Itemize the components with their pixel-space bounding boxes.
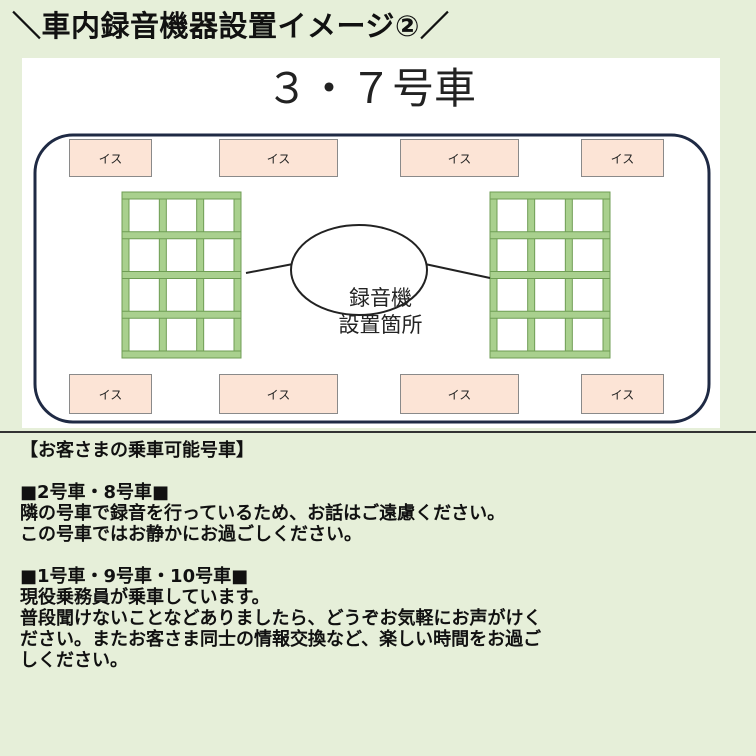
section2-title: ■1号車・9号車・10号車■ — [20, 566, 249, 587]
section2-line-2: 普段聞けないことなどありましたら、どうぞお気軽にお声がけく — [20, 608, 542, 629]
car-layout-diagram: ３・７号車 イス イス イス イス イス イス イス イス 録音機 設置箇所 — [22, 58, 720, 428]
equipment-rack-left — [121, 191, 242, 359]
car-number-title: ３・７号車 — [265, 64, 476, 113]
seat-bottom-2: イス — [219, 374, 338, 414]
section-divider — [0, 431, 756, 433]
seat-top-4: イス — [581, 139, 664, 177]
rack-shelf — [489, 191, 611, 200]
callout-line-2: 設置箇所 — [338, 313, 423, 337]
rack-shelf — [121, 310, 242, 319]
notice-text: 【お客さまの乗車可能号車】 ■2号車・8号車■ 隣の号車で録音を行っているため、… — [20, 440, 745, 671]
rack-shelf — [121, 271, 242, 279]
section1-line-2: この号車ではお静かにお過ごしください。 — [20, 524, 362, 545]
rack-shelf — [121, 231, 242, 240]
callout-ellipse — [290, 224, 428, 316]
section2-line-4: しください。 — [20, 650, 128, 671]
leader-line-right — [424, 263, 491, 279]
seat-bottom-1: イス — [69, 374, 152, 414]
notice-heading: 【お客さまの乗車可能号車】 — [20, 440, 254, 461]
rack-shelf — [121, 350, 242, 359]
rack-shelf — [489, 271, 611, 279]
seat-top-3: イス — [400, 139, 519, 177]
leader-line-left — [245, 263, 294, 274]
callout-line-1: 録音機 — [349, 286, 412, 310]
page-title: ＼車内録音機器設置イメージ②／ — [12, 9, 450, 43]
section1-title: ■2号車・8号車■ — [20, 482, 170, 503]
section1-line-1: 隣の号車で録音を行っているため、お話はご遠慮ください。 — [20, 503, 506, 524]
rack-shelf — [489, 231, 611, 240]
rack-shelf — [489, 350, 611, 359]
spacer — [20, 545, 745, 566]
seat-top-1: イス — [69, 139, 152, 177]
recorder-location-callout: 録音機 設置箇所 — [312, 267, 449, 357]
rack-shelf — [121, 191, 242, 200]
spacer — [20, 461, 745, 482]
section2-line-1: 現役乗務員が乗車しています。 — [20, 587, 270, 608]
seat-top-2: イス — [219, 139, 338, 177]
section2-line-3: ださい。またお客さま同士の情報交換など、楽しい時間をお過ご — [20, 629, 542, 650]
seat-bottom-3: イス — [400, 374, 519, 414]
rack-shelf — [489, 310, 611, 319]
seat-bottom-4: イス — [581, 374, 664, 414]
diagram-graphics — [33, 133, 711, 424]
equipment-rack-right — [489, 191, 611, 359]
